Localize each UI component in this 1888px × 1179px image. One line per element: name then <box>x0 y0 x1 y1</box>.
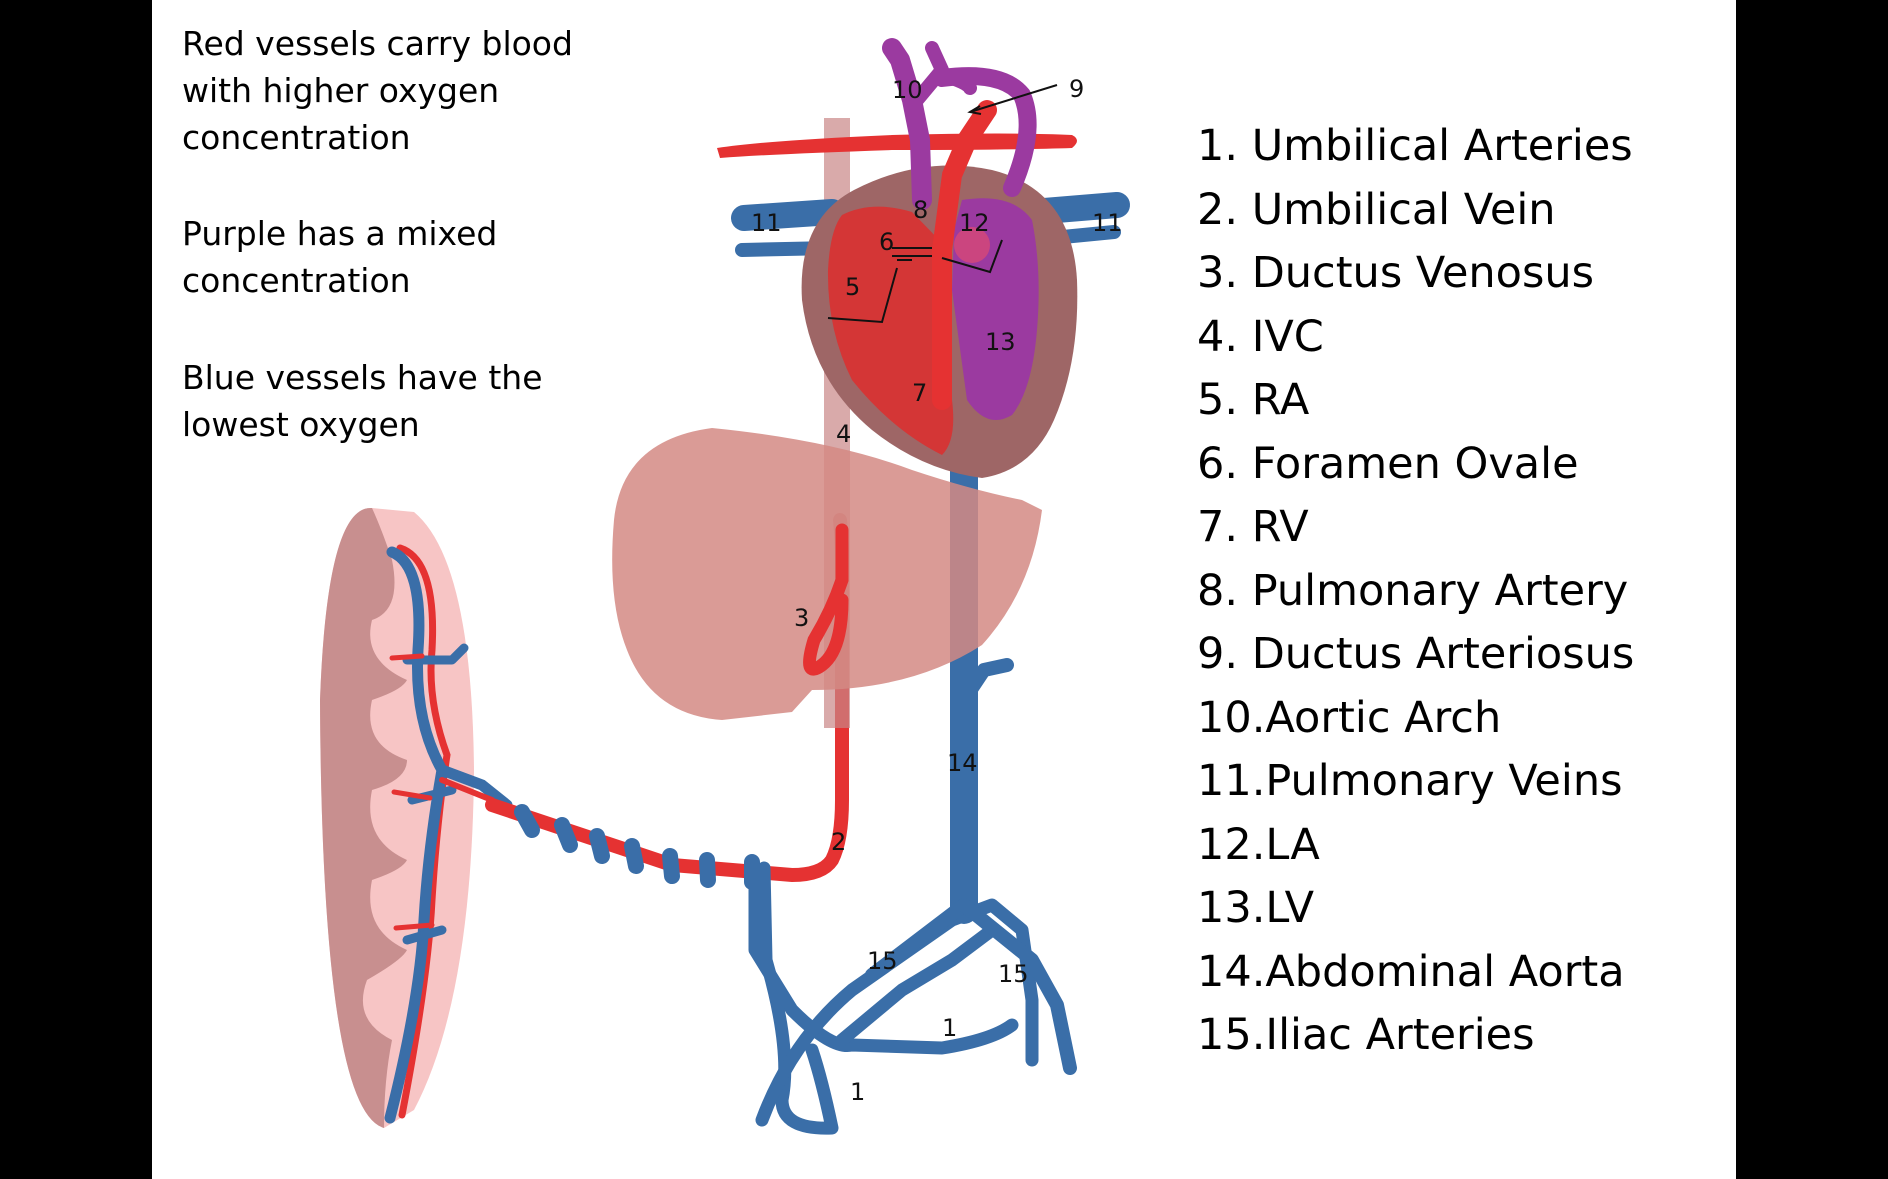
note-purple-line-2: concentration <box>182 261 411 300</box>
legend-item: 14.Abdominal Aorta <box>1197 946 1625 997</box>
note-red-line-2: with higher oxygen <box>182 71 500 110</box>
legend-item: 4. IVC <box>1197 311 1324 362</box>
legend-item: 5. RA <box>1197 375 1310 425</box>
label-15b: 15 <box>998 960 1029 988</box>
diagram-labels: 1 1 2 3 4 5 6 7 8 9 10 11 11 12 13 14 15… <box>751 75 1123 1106</box>
label-15a: 15 <box>867 947 898 975</box>
label-7: 7 <box>912 379 927 407</box>
ductus-venosus <box>803 523 849 676</box>
leader-lines <box>827 84 1058 324</box>
note-purple-vessels: Purple has a mixed concentration <box>182 210 497 304</box>
label-1b: 1 <box>850 1078 865 1106</box>
legend-item: 10.Aortic Arch <box>1197 692 1502 743</box>
liver <box>612 428 1042 720</box>
label-11-left: 11 <box>751 209 782 237</box>
label-11-right: 11 <box>1092 209 1123 237</box>
legend-item: 8. Pulmonary Artery <box>1197 565 1629 616</box>
umbilical-arteries <box>748 861 1039 1135</box>
legend-item: 2. Umbilical Vein <box>1197 184 1556 235</box>
label-2: 2 <box>831 828 846 856</box>
label-1a: 1 <box>942 1014 957 1042</box>
slide: 1 1 2 3 4 5 6 7 8 9 10 11 11 12 13 14 15… <box>152 0 1736 1179</box>
left-atrium-glow <box>954 227 990 263</box>
note-blue-vessels: Blue vessels have the lowest oxygen <box>182 354 543 448</box>
legend-item: 11.Pulmonary Veins <box>1197 756 1623 806</box>
legend-item: 6. Foramen Ovale <box>1197 438 1579 489</box>
label-5: 5 <box>845 273 860 301</box>
pulmonary-artery <box>932 100 997 410</box>
label-3: 3 <box>794 604 809 632</box>
legend-item: 1. Umbilical Arteries <box>1197 121 1633 171</box>
label-8: 8 <box>913 196 928 224</box>
note-blue-line-2: lowest oxygen <box>182 405 420 444</box>
foramen-ovale <box>892 247 932 261</box>
label-4: 4 <box>836 420 851 448</box>
legend-item: 7. RV <box>1197 502 1309 552</box>
note-blue-line-1: Blue vessels have the <box>182 358 543 397</box>
label-12: 12 <box>959 209 990 237</box>
label-9: 9 <box>1069 75 1084 103</box>
right-heart <box>827 206 954 455</box>
fetal-circulation-diagram: 1 1 2 3 4 5 6 7 8 9 10 11 11 12 13 14 15… <box>320 38 1130 1135</box>
placenta <box>320 507 474 1128</box>
note-red-line-1: Red vessels carry blood <box>182 24 573 63</box>
placental-vessels <box>384 544 513 1124</box>
label-6: 6 <box>879 228 894 256</box>
legend-item: 12.LA <box>1197 819 1320 870</box>
note-purple-line-1: Purple has a mixed <box>182 214 498 253</box>
legend-item: 13.LV <box>1197 883 1315 933</box>
note-red-line-3: concentration <box>182 118 411 157</box>
aortic-arch-vessel <box>717 133 1077 158</box>
note-red-vessels: Red vessels carry blood with higher oxyg… <box>182 20 573 161</box>
label-14: 14 <box>947 749 978 777</box>
legend-item: 3. Ductus Venosus <box>1197 248 1595 298</box>
label-13: 13 <box>985 328 1016 356</box>
legend-list: 1. Umbilical Arteries 2. Umbilical Vein … <box>1197 115 1634 1068</box>
label-10: 10 <box>892 76 923 104</box>
legend-item: 15.Iliac Arteries <box>1197 1010 1535 1060</box>
legend-item: 9. Ductus Arteriosus <box>1197 629 1635 679</box>
